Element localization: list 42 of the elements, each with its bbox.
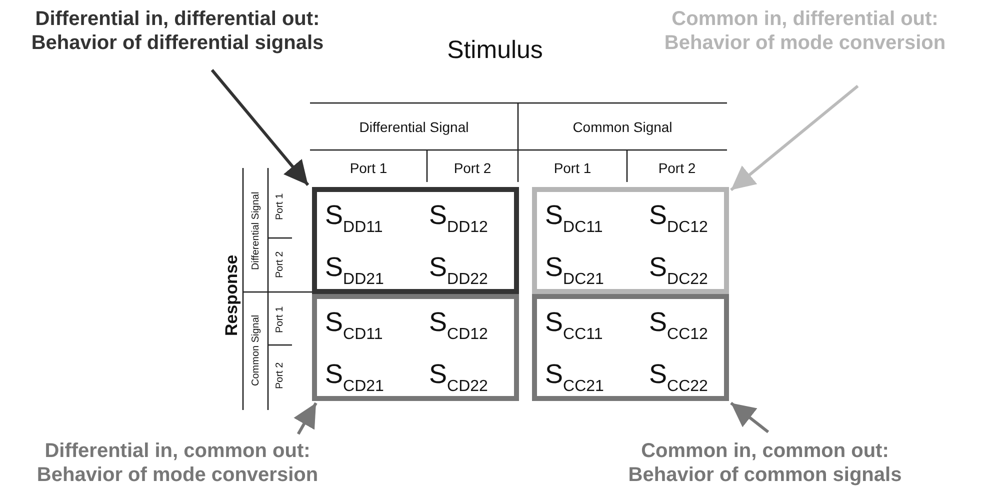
arrow	[730, 84, 859, 192]
column-header: Common Signal	[572, 118, 674, 137]
arrow	[210, 69, 310, 186]
s-parameter: S$_{DC11}$	[545, 200, 603, 238]
row-header: Port 1	[274, 192, 286, 222]
s-parameter: S$_{CC11}$	[545, 307, 603, 345]
s-parameter: S$_{DC21}$	[545, 252, 604, 290]
row-header: Port 1	[274, 306, 286, 336]
s-parameter: S$_{CD21}$	[325, 359, 384, 397]
callout-text: Common in, common out: Behavior of common signals	[605, 436, 925, 490]
quadrant-box	[532, 294, 729, 401]
s-parameter: S$_{CC22}$	[649, 359, 708, 397]
row-header: Common Signal	[250, 313, 262, 388]
s-parameter: S$_{DD12}$	[429, 200, 488, 238]
s-parameter: S$_{DD22}$	[429, 252, 488, 290]
s-parameter: S$_{DC12}$	[649, 200, 708, 238]
axis-title: Stimulus	[446, 34, 544, 66]
row-header: Port 2	[274, 250, 286, 280]
column-header: Port 2	[452, 159, 492, 178]
quadrant-box	[532, 187, 729, 294]
column-header: Port 1	[348, 159, 388, 178]
s-parameter: S$_{CC21}$	[545, 359, 604, 397]
axis-title: Response	[221, 253, 242, 338]
quadrant-box	[312, 187, 519, 294]
s-parameter: S$_{CD12}$	[429, 307, 488, 345]
quadrant-box	[312, 294, 519, 401]
callout-text: Differential in, differential out: Behavior of differential signals	[5, 4, 350, 58]
s-parameter: S$_{DD11}$	[325, 200, 383, 238]
arrow	[294, 402, 318, 435]
s-parameter: S$_{DC22}$	[649, 252, 708, 290]
column-header: Differential Signal	[358, 118, 470, 137]
arrow	[730, 402, 770, 434]
column-header: Port 2	[657, 159, 697, 178]
row-header: Differential Signal	[250, 190, 262, 272]
row-header: Port 2	[274, 362, 286, 392]
s-parameter: S$_{DD21}$	[325, 252, 384, 290]
callout-text: Differential in, common out: Behavior of mode conversion	[5, 436, 350, 490]
s-parameter: S$_{CD22}$	[429, 359, 488, 397]
s-parameter: S$_{CD11}$	[325, 307, 383, 345]
callout-text: Common in, differential out: Behavior of mode conversion	[640, 4, 970, 58]
s-parameter: S$_{CC12}$	[649, 307, 708, 345]
column-header: Port 1	[552, 159, 592, 178]
